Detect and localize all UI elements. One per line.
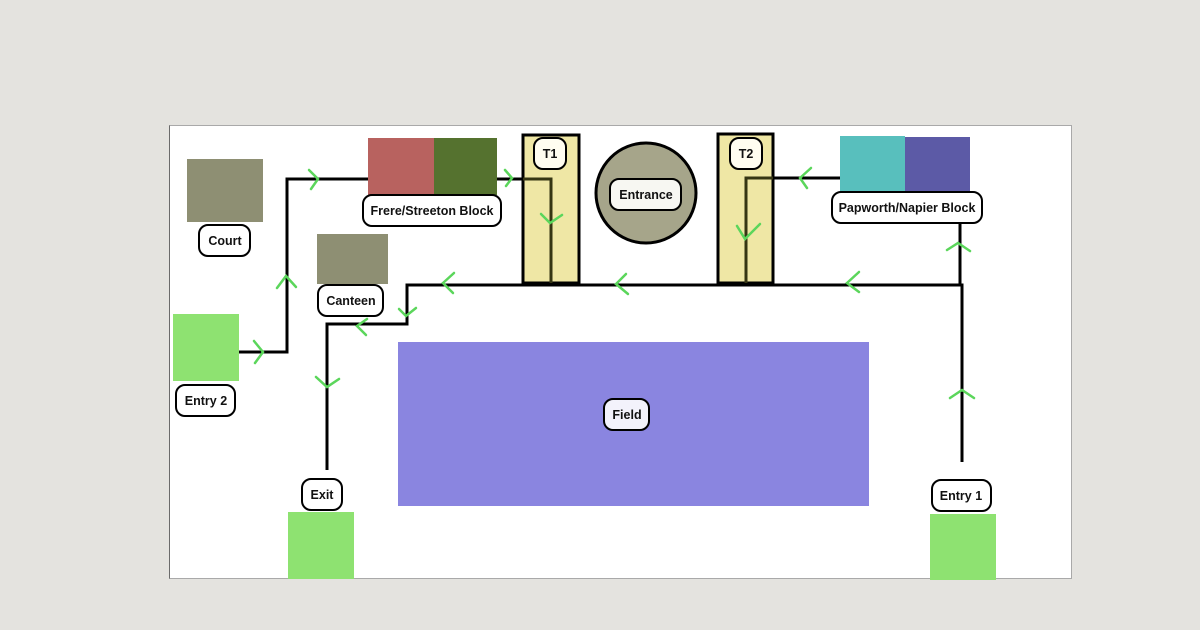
label-papworth-napier: Papworth/Napier Block [831, 191, 983, 224]
arrow-down-icon [735, 222, 762, 242]
arrow-right-icon [503, 168, 514, 188]
direction-arrows [252, 166, 976, 400]
label-frere-streeton: Frere/Streeton Block [362, 194, 502, 227]
map-canvas: Court Canteen Frere/Streeton Block T1 En… [169, 125, 1072, 580]
court-block[interactable] [187, 159, 263, 222]
arrow-left-icon [355, 317, 369, 337]
canteen-block[interactable] [317, 234, 388, 284]
frere-block[interactable] [368, 138, 434, 195]
label-court: Court [198, 224, 251, 257]
streeton-block[interactable] [434, 138, 497, 195]
label-field: Field [603, 398, 650, 431]
label-entry1: Entry 1 [931, 479, 992, 512]
napier-block[interactable] [905, 137, 970, 193]
arrow-down-icon [314, 375, 341, 389]
arrow-right-icon [252, 339, 265, 365]
arrow-down-icon [539, 212, 564, 225]
court-label: Court [208, 234, 242, 248]
arrow-right-icon [307, 168, 320, 191]
arrow-up-icon [945, 241, 972, 253]
entry2-label: Entry 2 [185, 394, 227, 408]
entrance-label: Entrance [619, 188, 673, 202]
arrow-up-icon [275, 274, 298, 290]
t1-label: T1 [543, 147, 558, 161]
arrow-up-icon [948, 388, 976, 400]
arrow-left-icon [845, 270, 861, 294]
t2-label: T2 [739, 147, 754, 161]
entry1-label: Entry 1 [940, 489, 982, 503]
arrow-left-icon [614, 272, 630, 296]
arrow-left-icon [441, 271, 456, 295]
papworth-block[interactable] [840, 136, 905, 193]
entry1-area[interactable] [930, 514, 996, 580]
exit-area[interactable] [288, 512, 354, 579]
label-exit: Exit [301, 478, 343, 511]
canteen-label: Canteen [326, 294, 375, 308]
field-label: Field [612, 408, 641, 422]
label-entry2: Entry 2 [175, 384, 236, 417]
label-entrance: Entrance [609, 178, 682, 211]
path-entry1-main [325, 283, 964, 470]
label-t2: T2 [729, 137, 763, 170]
entry2-area[interactable] [173, 314, 239, 381]
frere-streeton-label: Frere/Streeton Block [371, 204, 494, 218]
papworth-napier-label: Papworth/Napier Block [839, 201, 976, 215]
exit-label: Exit [311, 488, 335, 502]
arrow-left-icon [798, 166, 813, 190]
label-canteen: Canteen [317, 284, 384, 317]
arrow-down-icon [397, 306, 418, 318]
label-t1: T1 [533, 137, 567, 170]
